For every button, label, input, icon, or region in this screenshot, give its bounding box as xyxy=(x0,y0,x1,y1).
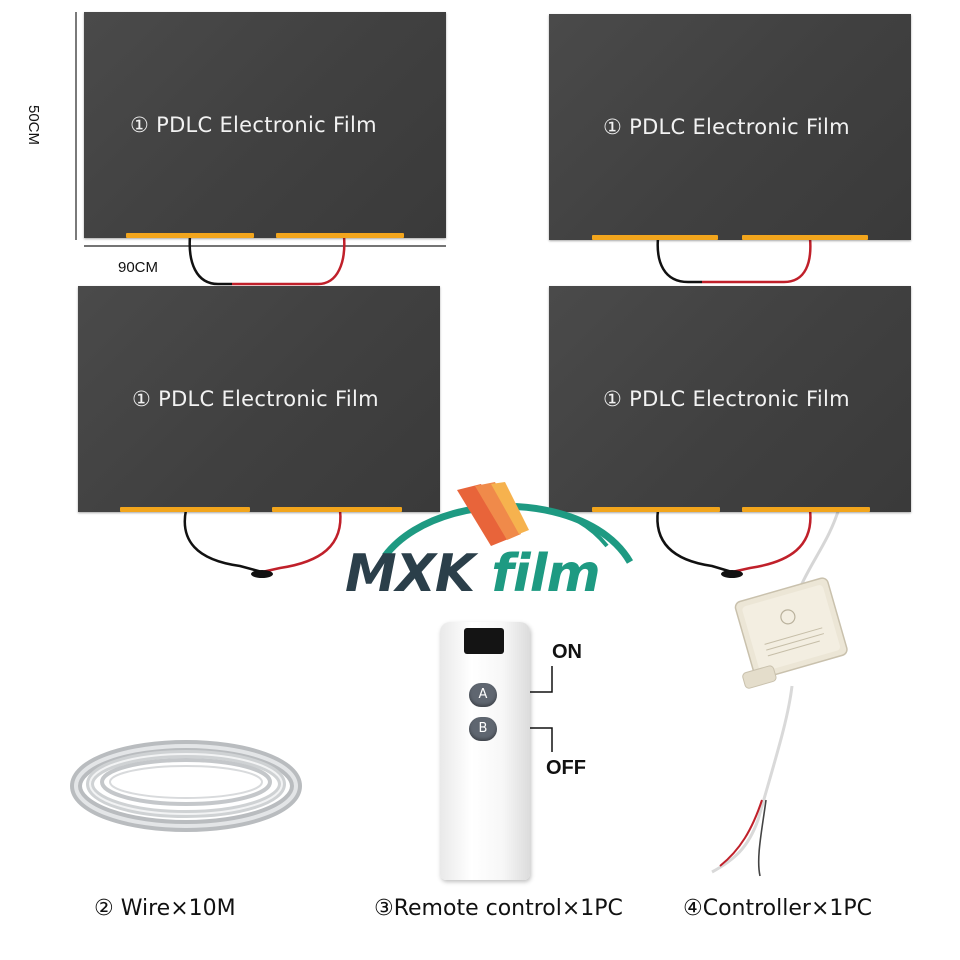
mxk-film-logo: MXK film xyxy=(345,476,665,606)
wire-knot xyxy=(721,570,743,578)
remote-button-a[interactable]: A xyxy=(469,683,497,707)
black-wire xyxy=(183,509,263,574)
controller-input-wire xyxy=(711,685,794,874)
controller-red-lead xyxy=(719,799,763,867)
on-label: ON xyxy=(552,641,582,663)
red-wire xyxy=(702,237,812,284)
copper-busbar xyxy=(742,235,868,240)
film-label: ① PDLC Electronic Film xyxy=(603,387,850,411)
red-wire xyxy=(261,509,342,574)
caption-remote: ③Remote control×1PC xyxy=(374,896,623,921)
pdlc-film-panel: ① PDLC Electronic Film xyxy=(549,14,911,240)
remote-indicator-window xyxy=(464,628,504,654)
controller-black-lead xyxy=(757,799,767,877)
copper-busbar xyxy=(742,507,870,512)
caption-controller: ④Controller×1PC xyxy=(683,896,872,921)
black-wire xyxy=(188,235,232,286)
logo-film-text: film xyxy=(491,544,600,604)
black-wire xyxy=(656,509,733,574)
height-dimension-label: 50CM xyxy=(25,105,42,146)
pdlc-film-panel: ① PDLC Electronic Film xyxy=(549,286,911,512)
red-wire xyxy=(731,509,812,574)
film-label: ① PDLC Electronic Film xyxy=(132,387,379,411)
copper-busbar xyxy=(592,507,720,512)
remote-control: A B xyxy=(440,622,530,880)
copper-busbar xyxy=(126,233,254,238)
logo-mxk-text: MXK xyxy=(345,544,475,604)
film-label: ① PDLC Electronic Film xyxy=(130,113,377,137)
wire-knot xyxy=(251,570,273,578)
copper-busbar xyxy=(276,233,404,238)
wire-coil-icon xyxy=(70,740,302,832)
film-label: ① PDLC Electronic Film xyxy=(603,115,850,139)
logo-emblem-icon xyxy=(382,482,634,564)
caption-wire: ② Wire×10M xyxy=(94,896,236,921)
off-label: OFF xyxy=(546,757,586,779)
red-wire xyxy=(232,235,346,286)
copper-busbar xyxy=(272,507,402,512)
remote-button-b[interactable]: B xyxy=(469,717,497,741)
width-dimension-label: 90CM xyxy=(118,259,159,276)
pdlc-film-panel: ① PDLC Electronic Film xyxy=(78,286,440,512)
copper-busbar xyxy=(592,235,718,240)
logo-wordmark: MXK film xyxy=(345,544,601,604)
copper-busbar xyxy=(120,507,250,512)
black-wire xyxy=(656,237,702,284)
controller-box-icon xyxy=(734,577,848,689)
pdlc-film-panel: ① PDLC Electronic Film xyxy=(84,12,446,238)
